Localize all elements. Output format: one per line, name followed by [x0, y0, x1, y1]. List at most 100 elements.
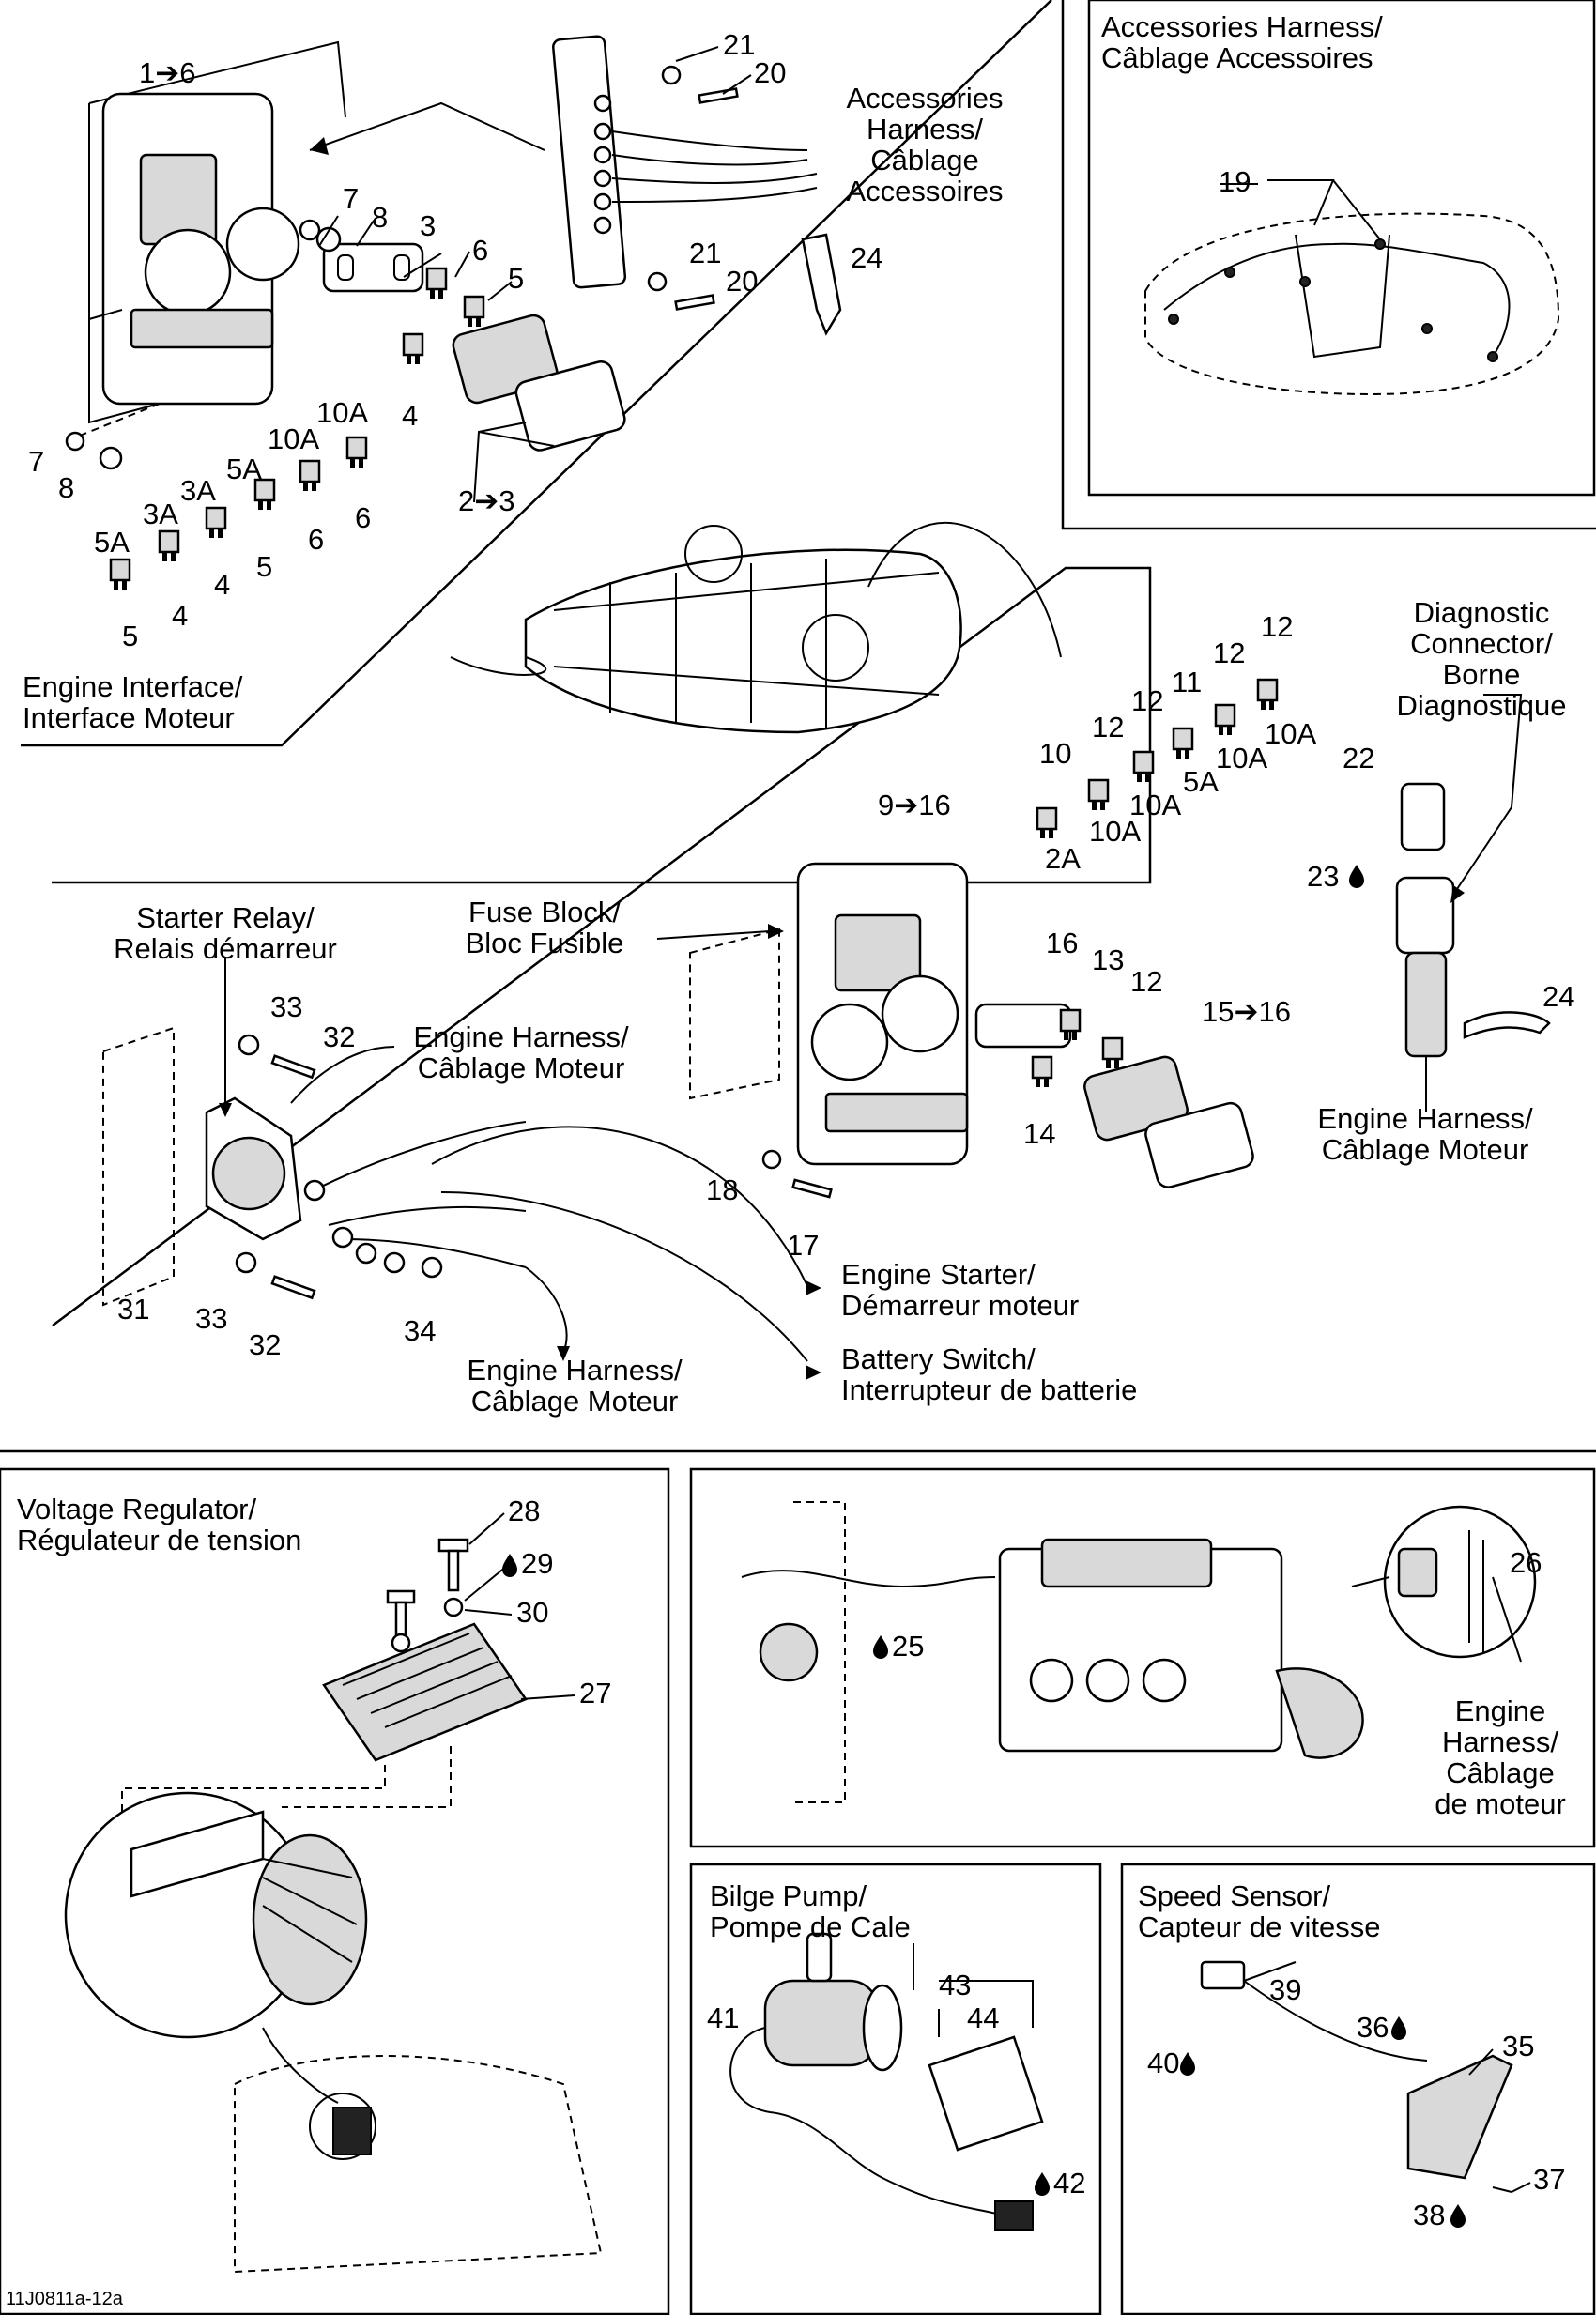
bilge-pump-panel-frame	[689, 1863, 1102, 2315]
callout-35: 35	[1502, 2030, 1534, 2062]
callout-41: 41	[707, 2001, 739, 2034]
seal-15	[1144, 1101, 1254, 1188]
label-battery-switch-2: Interrupteur de batterie	[841, 1373, 1137, 1406]
callout-10: 10	[1039, 737, 1071, 770]
label-accessories-1: Accessories	[846, 82, 1003, 115]
label-starter-relay-2: Relais démarreur	[114, 932, 337, 965]
speed-sensor-assembly	[1200, 1960, 1513, 2193]
callout-27: 27	[579, 1677, 611, 1709]
callout-22: 22	[1343, 742, 1374, 774]
cable-tie-24b	[1463, 1011, 1551, 1039]
figure-code: 11J0811a-12a	[6, 2289, 124, 2309]
callout-12c: 12	[1131, 684, 1163, 717]
callout-5b: 5	[256, 550, 272, 583]
starter-relay-assembly	[102, 958, 821, 1380]
callout-7b: 7	[28, 445, 44, 478]
accessories-connector-strip	[552, 35, 842, 336]
label-diagnostic-4: Diagnostique	[1397, 689, 1567, 722]
callout-7a: 7	[343, 182, 359, 215]
label-engine-harness-d-3: Câblage	[1446, 1756, 1554, 1789]
fuse-rating-10a-2: 10A	[268, 422, 319, 455]
callout-20a: 20	[754, 56, 786, 89]
label-accessories-2: Harness/	[867, 113, 983, 146]
label-diagnostic-2: Connector/	[1410, 627, 1553, 660]
callout-4b: 4	[214, 568, 230, 601]
fuse-rating-5a-1: 5A	[226, 452, 262, 485]
accessories-harness-hull	[1144, 179, 1560, 396]
fuse-rating-3a-1: 3A	[180, 474, 216, 507]
seal-2	[514, 360, 626, 452]
fuse-rating-10a-5: 10A	[1129, 789, 1181, 821]
callout-32a: 32	[323, 1020, 355, 1053]
voltage-regulator-assembly	[64, 1538, 603, 2274]
callout-36: 36	[1357, 2011, 1389, 2044]
callout-40: 40	[1147, 2047, 1179, 2079]
title-voltage-regulator-1: Voltage Regulator/	[17, 1493, 256, 1525]
speed-sensor-panel-frame	[1120, 1863, 1596, 2315]
title-accessories-harness-2: Câblage Accessoires	[1101, 41, 1373, 74]
callout-8a: 8	[372, 201, 388, 234]
title-speed-sensor-2: Capteur de vitesse	[1138, 1910, 1380, 1943]
label-starter-relay-1: Starter Relay/	[136, 901, 315, 934]
labels: Engine Interface/ Interface Moteur Acces…	[6, 10, 1566, 2309]
callout-39: 39	[1269, 1973, 1301, 2006]
label-engine-interface-1: Engine Interface/	[23, 670, 243, 703]
voltage-regulator-panel-frame	[0, 1467, 670, 2315]
label-engine-harness-c-2: Câblage Moteur	[471, 1385, 679, 1418]
callout-2-3: 2➔3	[458, 484, 514, 517]
callout-6a: 6	[472, 234, 488, 267]
label-engine-harness-c-1: Engine Harness/	[467, 1354, 683, 1387]
callout-28: 28	[508, 1495, 540, 1527]
callout-33a: 33	[270, 990, 302, 1023]
callout-20b: 20	[726, 265, 758, 298]
callout-5a: 5	[508, 262, 524, 295]
label-engine-harness-d-2: Harness/	[1442, 1725, 1558, 1758]
label-fuse-block-2: Bloc Fusible	[466, 927, 624, 959]
label-engine-starter-2: Démarreur moteur	[841, 1289, 1079, 1322]
fuse-rating-10a-6: 10A	[1089, 815, 1141, 848]
engine-interface-assembly	[65, 40, 626, 591]
callout-12d: 12	[1092, 711, 1124, 744]
callout-17: 17	[787, 1229, 819, 1262]
label-engine-harness-d-1: Engine	[1455, 1694, 1546, 1727]
callout-12b: 12	[1213, 636, 1245, 669]
fuse-block-assembly	[656, 678, 1279, 1199]
label-diagnostic-3: Borne	[1443, 658, 1521, 691]
callout-1-6: 1➔6	[139, 56, 195, 89]
callout-14: 14	[1023, 1117, 1055, 1150]
title-voltage-regulator-2: Régulateur de tension	[17, 1524, 301, 1556]
callout-21a: 21	[723, 28, 755, 61]
fuse-rating-10a-3: 10A	[1265, 717, 1316, 750]
callout-25: 25	[892, 1630, 924, 1663]
callout-21b: 21	[689, 237, 721, 269]
cable-tie-24	[801, 233, 842, 336]
callout-37: 37	[1533, 2163, 1565, 2196]
title-bilge-pump-1: Bilge Pump/	[710, 1879, 867, 1912]
leader-lines	[318, 46, 1531, 2193]
fuse-rating-5a-2: 5A	[94, 526, 130, 559]
callout-23: 23	[1307, 860, 1339, 893]
label-engine-harness-b-2: Câblage Moteur	[1322, 1133, 1529, 1166]
callout-19: 19	[1219, 165, 1251, 198]
callout-13: 13	[1092, 943, 1124, 976]
callout-3: 3	[420, 209, 436, 242]
callout-44: 44	[967, 2001, 999, 2034]
callout-9-16: 9➔16	[878, 789, 951, 821]
callout-38: 38	[1413, 2199, 1445, 2231]
speed-sensor	[1406, 2054, 1513, 2180]
accessories-harness-panel-frame	[1087, 0, 1596, 497]
callout-18: 18	[706, 1173, 738, 1206]
label-battery-switch-1: Battery Switch/	[841, 1342, 1036, 1375]
bilge-switch	[928, 2035, 1044, 2152]
callout-24a: 24	[851, 241, 882, 274]
engine-harness-panel-frame	[689, 1467, 1596, 1848]
callout-4c: 4	[172, 599, 188, 632]
label-accessories-3: Câblage	[870, 144, 978, 176]
callout-8b: 8	[58, 471, 74, 504]
callout-12e: 12	[1130, 965, 1162, 998]
callout-30: 30	[516, 1596, 548, 1629]
fuse-rating-2a: 2A	[1045, 842, 1081, 875]
fuse-rating-10a-1: 10A	[316, 396, 368, 429]
